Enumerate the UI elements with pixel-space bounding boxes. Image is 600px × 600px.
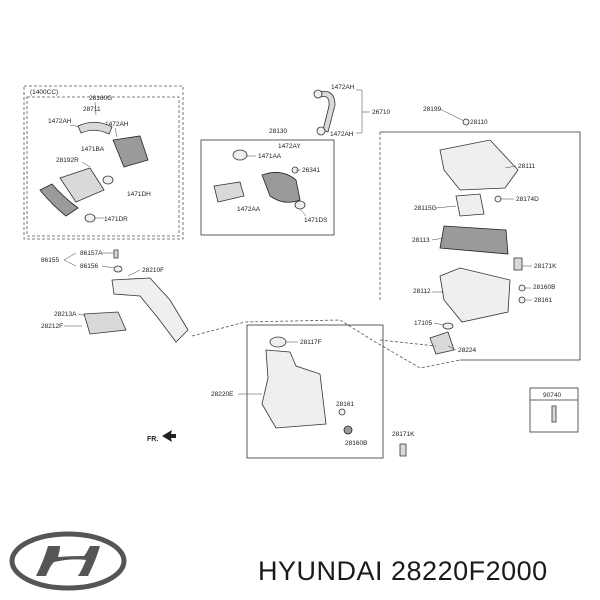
callout-28160B-a: 28160B: [533, 284, 555, 291]
clamp-1472AH-c: [313, 89, 323, 99]
callout-86157A: 86157A: [80, 250, 103, 257]
bolt-90740: [551, 405, 557, 423]
logo-h-mark-icon: [36, 546, 100, 576]
resonator-group-28220E: 28117F 28220E 28161 28160B: [211, 324, 384, 459]
group-1400cc-inner-frame: [26, 96, 180, 237]
callout-90740: 90740: [543, 392, 561, 399]
air-cleaner-cover-part: [439, 139, 519, 191]
clamp-1471DH: [102, 175, 114, 185]
intake-hose-group-1400cc: (1400CC) 28160G 28711 1472AH 1472AH 1471…: [23, 85, 184, 240]
callout-1471AA: 1471AA: [258, 153, 282, 160]
callout-86156: 86156: [80, 263, 98, 270]
logo-ellipse-icon: [9, 531, 127, 591]
corrugated-duct-part: [59, 167, 105, 203]
callout-1472AH-a: 1472AH: [48, 118, 72, 125]
callout-28210F: 28210F: [142, 267, 164, 274]
callout-28130: 28130: [269, 128, 287, 135]
upper-hose-part: [77, 121, 113, 135]
group-28110-frame: [380, 131, 581, 361]
callout-28161-b: 28161: [336, 401, 354, 408]
callout-28113: 28113: [412, 237, 430, 244]
sensor-28171K-a: [513, 257, 523, 271]
clip-86157A: [113, 249, 119, 259]
sensor-group-28171K: 28171K: [392, 431, 415, 457]
callout-17105: 17105: [414, 320, 432, 327]
callout-1472AH-b: 1472AH: [105, 121, 129, 128]
resonator-28220E: [261, 349, 327, 429]
callout-1472AY: 1472AY: [278, 143, 301, 150]
callout-28112: 28112: [413, 288, 431, 295]
bushing-28161-a: [518, 296, 526, 304]
main-hose-part: [261, 172, 301, 203]
clamp-1472AH-d: [316, 126, 326, 136]
inlet-duct-28210F: [111, 277, 189, 343]
callout-28224: 28224: [458, 347, 476, 354]
callout-1472AH-c: 1472AH: [331, 84, 355, 91]
callout-1471DS: 1471DS: [304, 217, 328, 224]
callout-28171K-a: 28171K: [534, 263, 557, 270]
engine-note-label: (1400CC): [30, 89, 58, 96]
grommet-28160B-b: [343, 425, 353, 435]
callout-1472AA: 1472AA: [237, 206, 261, 213]
gasket-17105: [442, 322, 454, 330]
callout-1471DR: 1471DR: [104, 216, 128, 223]
air-cleaner-body-part: [439, 267, 511, 323]
clamp-28117F: [269, 336, 287, 348]
callout-28213A: 28213A: [54, 311, 77, 318]
group-28130-frame: [200, 139, 335, 236]
sensor-28171K-b: [399, 443, 407, 457]
callout-1471DH: 1471DH: [127, 191, 151, 198]
clip-28174D: [494, 195, 502, 203]
clamp-1471DS: [294, 200, 306, 210]
seal-28212F: [83, 311, 127, 335]
inlet-duct-group: 86155 86157A 86156 28210F 28213A 28212F: [41, 249, 189, 343]
callout-28171K-b: 28171K: [392, 431, 415, 438]
callout-28220E: 28220E: [211, 391, 234, 398]
small-hose-part: [213, 181, 245, 203]
resonator-part: [112, 135, 149, 168]
bushing-28161-b: [338, 408, 346, 416]
callout-26341: 26341: [302, 167, 320, 174]
callout-1471BA: 1471BA: [81, 146, 105, 153]
callout-28711: 28711: [83, 106, 101, 113]
callout-1472AH-d: 1472AH: [330, 131, 354, 138]
bolt-28199: [462, 118, 470, 126]
front-indicator: FR.: [147, 430, 176, 443]
callout-28161-a: 28161: [534, 297, 552, 304]
hyundai-logo: [9, 531, 127, 591]
group-1400cc-frame: [23, 85, 184, 240]
part-number-caption: HYUNDAI 28220F2000: [258, 556, 548, 586]
grommet-28160B-a: [518, 284, 526, 292]
callout-28110: 28110: [470, 119, 488, 126]
callout-28212F: 28212F: [41, 323, 63, 330]
group-28220E-frame: [246, 324, 384, 459]
callout-28160G: 28160G: [89, 95, 112, 102]
callout-28111: 28111: [518, 163, 535, 170]
box-90740-frame: [529, 387, 579, 433]
connection-lines: [191, 132, 461, 369]
callout-26710: 26710: [372, 109, 390, 116]
callout-28174D: 28174D: [516, 196, 539, 203]
parts-diagram: (1400CC) 28160G 28711 1472AH 1472AH 1471…: [23, 84, 581, 459]
callout-28160B-b: 28160B: [345, 440, 367, 447]
front-label: FR.: [147, 436, 158, 443]
clamp-1471DR: [84, 213, 96, 223]
grommet-86156: [113, 265, 123, 273]
intake-hose-group-28130: 28130 1472AY 1471AA 26341 1472AA 1471DS: [200, 128, 335, 236]
elbow-duct-part: [39, 183, 79, 217]
breather-hose-group: 1472AH 1472AH 26710: [313, 84, 390, 138]
filter-element-28113: [439, 225, 509, 255]
front-arrow-icon: [162, 430, 176, 442]
callout-28192R: 28192R: [56, 157, 79, 164]
duct-part-28224: [429, 331, 455, 355]
callout-28115G: 28115G: [414, 205, 437, 212]
bolt-box-90740: 90740: [529, 387, 579, 433]
callout-28117F: 28117F: [300, 339, 322, 346]
clamp-1471AA: [232, 149, 248, 161]
callout-86155: 86155: [41, 257, 59, 264]
snorkel-part-28115G: [455, 193, 485, 217]
callout-28199: 28199: [423, 106, 441, 113]
air-cleaner-group-28110: 28199 28110 28111 28115G 28174D 28113 28…: [380, 106, 581, 361]
